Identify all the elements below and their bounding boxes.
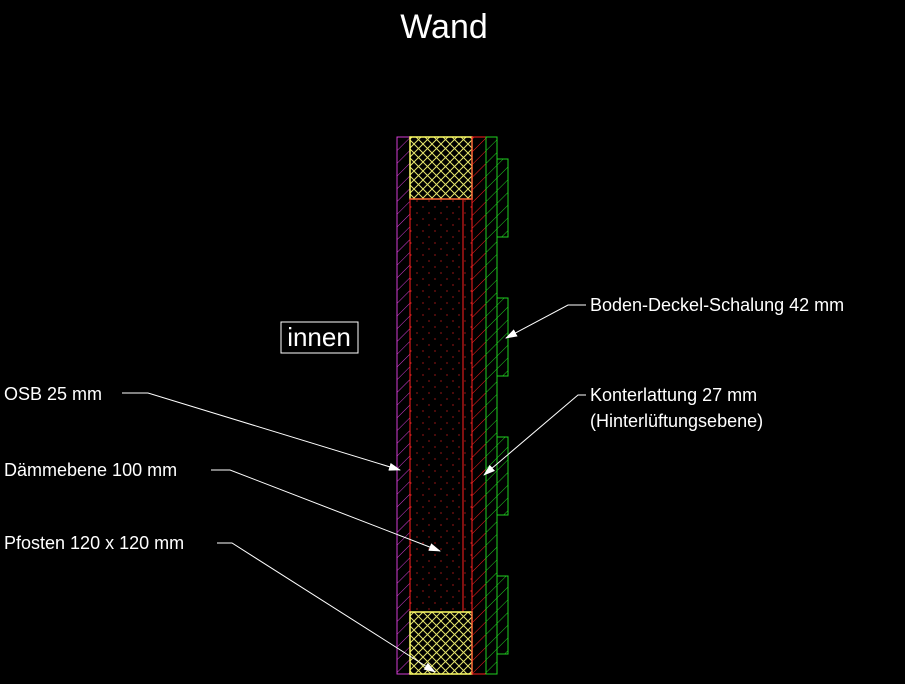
leader-osb (122, 392, 401, 471)
insulation-layer (409, 198, 473, 613)
leader-battens (483, 394, 586, 476)
label-battens-sub: (Hinterlüftungsebene) (590, 411, 763, 431)
leader-lines (122, 304, 586, 673)
post-bottom (409, 611, 473, 675)
counter-batten-layer (471, 136, 487, 675)
osb-layer (396, 136, 411, 675)
label-post: Pfosten 120 x 120 mm (4, 533, 184, 553)
leader-cladding (505, 304, 586, 339)
leader-post (217, 542, 436, 673)
label-insulation: Dämmebene 100 mm (4, 460, 177, 480)
diagram-title: Wand (400, 8, 488, 46)
inside-label: innen (280, 321, 359, 354)
leader-insulation (211, 469, 441, 552)
label-battens: Konterlattung 27 mm (590, 385, 757, 405)
inside-label-text: innen (287, 322, 351, 352)
cladding-layer (485, 136, 509, 675)
label-osb: OSB 25 mm (4, 384, 102, 404)
post-top (409, 136, 473, 200)
label-cladding: Boden-Deckel-Schalung 42 mm (590, 295, 844, 315)
